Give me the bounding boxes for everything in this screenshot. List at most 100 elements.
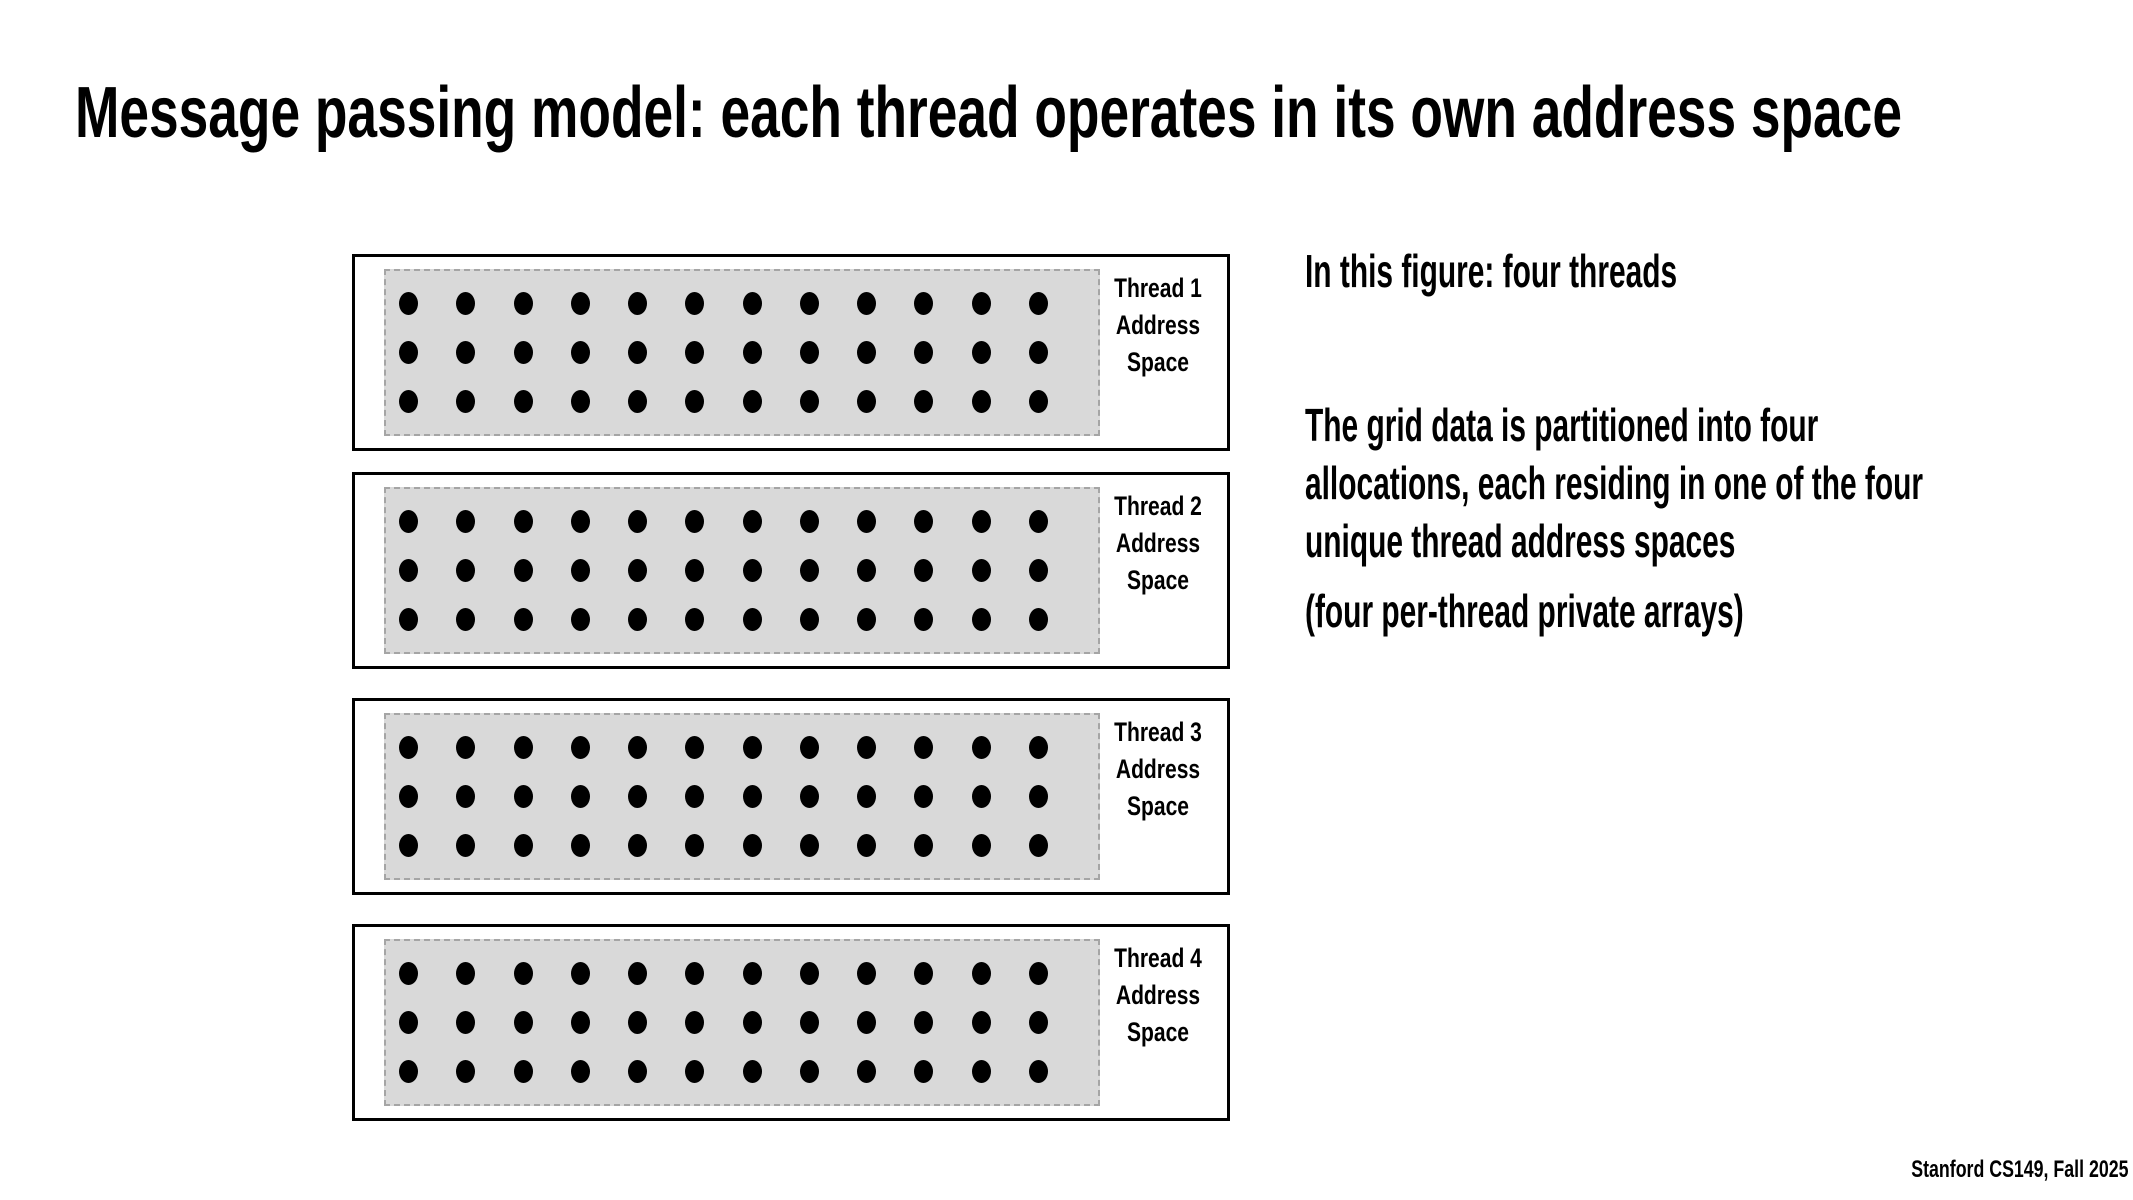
memory-dot [1028, 390, 1048, 413]
thread-2-label-line: Space [1126, 565, 1190, 595]
memory-dot [456, 292, 476, 315]
thread-1-label-line: Address [1115, 310, 1201, 340]
memory-dot [685, 736, 705, 759]
memory-dot [456, 390, 476, 413]
thread-3-label-line: Thread 3 [1114, 717, 1202, 747]
memory-dot [1028, 608, 1048, 631]
dot-row [386, 834, 1098, 857]
memory-dot [799, 292, 819, 315]
memory-dot [971, 834, 991, 857]
page-title: Message passing model: each thread opera… [75, 70, 2133, 156]
memory-dot [857, 292, 877, 315]
memory-dot [799, 1011, 819, 1034]
thread-1-label-line: Space [1126, 347, 1190, 377]
memory-dot [628, 390, 648, 413]
memory-dot [914, 785, 934, 808]
memory-dot [742, 559, 762, 582]
figure-description-line: allocations, each residing in one of the… [1305, 457, 1924, 509]
memory-dot [971, 292, 991, 315]
memory-dot [857, 785, 877, 808]
memory-dot [857, 834, 877, 857]
memory-dot [456, 962, 476, 985]
memory-dot [685, 1060, 705, 1083]
memory-dot [628, 559, 648, 582]
memory-dot [1028, 341, 1048, 364]
memory-dot [628, 785, 648, 808]
thread-1-label: Thread 1 Address Space [1093, 270, 1223, 381]
memory-dot [857, 341, 877, 364]
memory-dot [1028, 1060, 1048, 1083]
memory-dot [742, 341, 762, 364]
dot-row [386, 962, 1098, 985]
memory-dot [971, 559, 991, 582]
memory-dot [914, 510, 934, 533]
memory-dot [1028, 559, 1048, 582]
memory-dot [742, 834, 762, 857]
memory-dot [570, 559, 590, 582]
memory-dot [399, 341, 418, 364]
figure-caption-heading-text: In this figure: four threads [1305, 245, 1678, 297]
memory-dot [971, 1060, 991, 1083]
memory-dot [456, 341, 476, 364]
memory-dot [456, 608, 476, 631]
thread-4-allocation-grid [384, 939, 1100, 1106]
memory-dot [513, 1060, 533, 1083]
memory-dot [857, 559, 877, 582]
memory-dot [628, 834, 648, 857]
memory-dot [628, 292, 648, 315]
memory-dot [399, 292, 418, 315]
memory-dot [628, 962, 648, 985]
figure-description: The grid data is partitioned into four a… [1305, 396, 2133, 570]
memory-dot [742, 390, 762, 413]
dot-row [386, 390, 1098, 413]
memory-dot [1028, 736, 1048, 759]
slide-footer-text: Stanford CS149, Fall 2025 [1910, 1156, 2128, 1183]
thread-3-label: Thread 3 Address Space [1093, 714, 1223, 825]
memory-dot [628, 510, 648, 533]
memory-dot [570, 785, 590, 808]
memory-dot [456, 559, 476, 582]
figure-note: (four per-thread private arrays) [1305, 582, 1980, 640]
memory-dot [628, 736, 648, 759]
memory-dot [399, 834, 418, 857]
memory-dot [685, 390, 705, 413]
dot-row [386, 785, 1098, 808]
memory-dot [1028, 292, 1048, 315]
memory-dot [742, 510, 762, 533]
memory-dot [1028, 962, 1048, 985]
memory-dot [799, 608, 819, 631]
memory-dot [399, 510, 418, 533]
memory-dot [1028, 785, 1048, 808]
memory-dot [857, 1060, 877, 1083]
memory-dot [914, 292, 934, 315]
memory-dot [742, 785, 762, 808]
memory-dot [742, 1060, 762, 1083]
dot-row [386, 559, 1098, 582]
memory-dot [570, 834, 590, 857]
memory-dot [628, 341, 648, 364]
thread-4-label: Thread 4 Address Space [1093, 940, 1223, 1051]
memory-dot [570, 390, 590, 413]
memory-dot [628, 608, 648, 631]
memory-dot [971, 390, 991, 413]
memory-dot [513, 736, 533, 759]
memory-dot [628, 1060, 648, 1083]
memory-dot [685, 292, 705, 315]
memory-dot [513, 608, 533, 631]
memory-dot [914, 390, 934, 413]
memory-dot [513, 1011, 533, 1034]
memory-dot [399, 390, 418, 413]
memory-dot [399, 559, 418, 582]
memory-dot [971, 608, 991, 631]
memory-dot [399, 1060, 418, 1083]
memory-dot [914, 1011, 934, 1034]
memory-dot [570, 962, 590, 985]
thread-3-allocation-grid [384, 713, 1100, 880]
memory-dot [799, 785, 819, 808]
dot-row [386, 608, 1098, 631]
memory-dot [799, 834, 819, 857]
memory-dot [971, 736, 991, 759]
thread-4-label-line: Thread 4 [1114, 943, 1202, 973]
memory-dot [971, 1011, 991, 1034]
memory-dot [857, 390, 877, 413]
